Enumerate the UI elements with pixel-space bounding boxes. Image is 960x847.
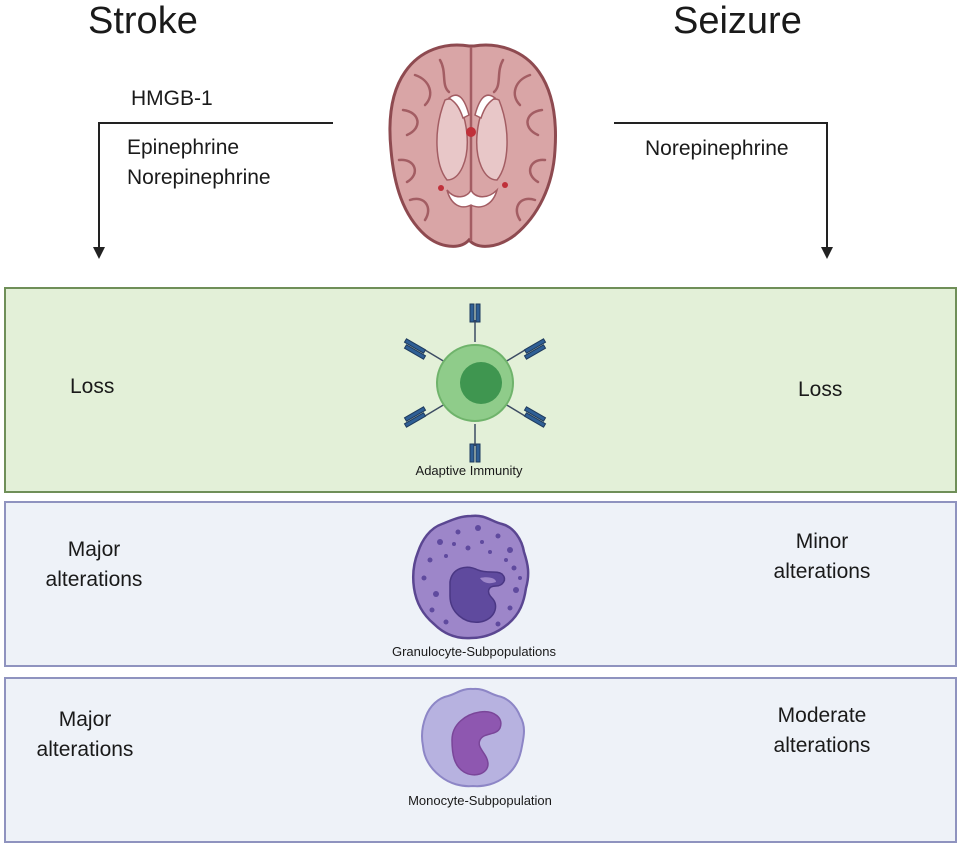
adaptive-stroke-effect: Loss (70, 375, 115, 398)
stroke-mediator-norepinephrine: Norepinephrine (127, 166, 271, 189)
granulocyte-stroke-effect-line1: Major (67, 538, 121, 561)
monocyte-icon (421, 687, 525, 788)
granulocyte-icon (411, 514, 530, 640)
seizure-mediator-norepinephrine: Norepinephrine (645, 137, 789, 160)
granulocyte-caption: Granulocyte-Subpopulations (391, 644, 557, 659)
adaptive-immunity-caption: Adaptive Immunity (415, 463, 523, 478)
adaptive-seizure-effect: Loss (798, 378, 843, 401)
granulocyte-seizure-effect-line2: alterations (773, 560, 871, 583)
stroke-arrow (98, 122, 333, 250)
stroke-arrowhead (93, 247, 105, 259)
stroke-mediator-hmgb1: HMGB-1 (131, 87, 213, 110)
seizure-arrow (614, 122, 828, 250)
stroke-title: Stroke (88, 0, 198, 42)
granulocyte-seizure-effect-line1: Minor (795, 530, 849, 553)
seizure-title: Seizure (673, 0, 802, 42)
monocyte-stroke-effect-line2: alterations (36, 738, 134, 761)
granulocyte-stroke-effect-line2: alterations (45, 568, 143, 591)
monocyte-seizure-effect-line2: alterations (773, 734, 871, 757)
monocyte-stroke-effect-line1: Major (58, 708, 112, 731)
brain-icon (388, 43, 557, 248)
stroke-mediator-epinephrine: Epinephrine (127, 136, 240, 159)
pathway-arrows (93, 122, 833, 259)
lymphocyte-icon (403, 303, 547, 463)
seizure-arrowhead (821, 247, 833, 259)
monocyte-seizure-effect-line1: Moderate (777, 704, 867, 727)
monocyte-caption: Monocyte-Subpopulation (408, 793, 552, 808)
